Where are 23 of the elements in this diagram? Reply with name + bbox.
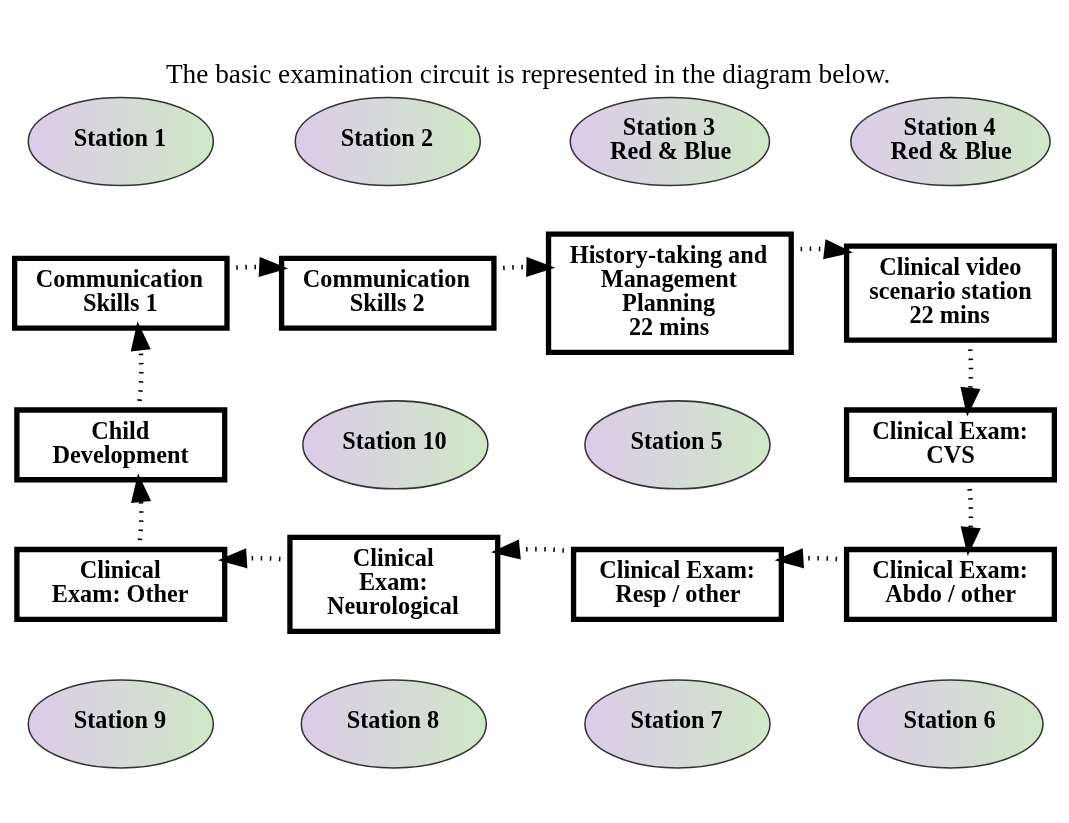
node-box: Clinical Exam: Abdo / other [843,546,1057,622]
node-ellipse: Station 10 [302,400,489,490]
node-box: Child Development [14,407,228,483]
node-ellipse: Station 6 [857,679,1044,769]
diagram-title: The basic examination circuit is represented in the diagram below. [165,58,891,89]
node-ellipse: Station 9 [27,679,215,769]
node-box: Clinical Exam: Resp / other [570,546,784,622]
node-ellipse: Station 2 [294,96,482,187]
node-ellipse: Station 1 [27,96,215,187]
arrow [960,340,981,417]
node-box: Clinical Exam: Other [14,546,228,622]
arrow [217,548,290,569]
node-ellipse: Station 5 [584,400,771,490]
node-ellipse: Station 3 Red & Blue [569,96,771,187]
node-box: Communication Skills 2 [278,255,497,331]
node-ellipse: Station 4 Red & Blue [850,96,1051,187]
node-ellipse: Station 8 [300,679,488,769]
node-ellipse: Station 7 [584,679,771,769]
node-box: Communication Skills 1 [12,255,230,331]
node-box: Clinical video scenario station 22 mins [843,243,1057,343]
node-box: History-taking and Management Planning 22 mins [545,231,794,355]
node-box: Clinical Exam: Neurological [287,534,501,635]
node-box: Clinical Exam: CVS [843,407,1057,483]
